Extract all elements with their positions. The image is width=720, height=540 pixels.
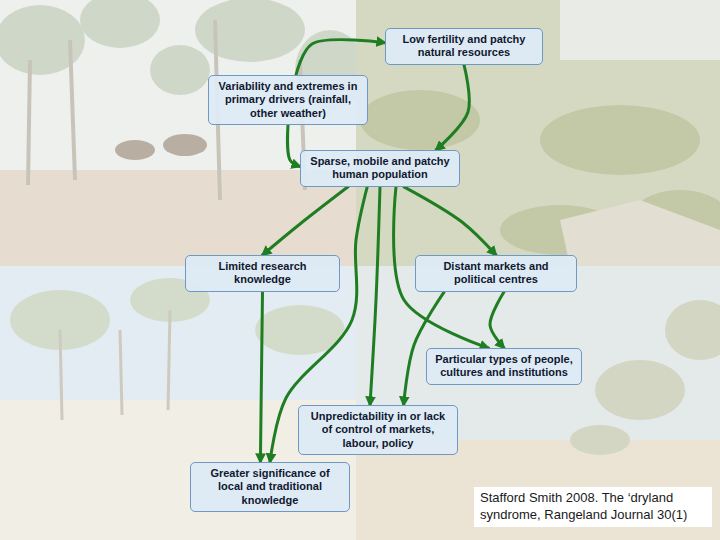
animals	[115, 134, 207, 160]
arrow-connector	[370, 187, 380, 405]
box-label: Variability and extremes in primary driv…	[215, 80, 361, 120]
rock-outcrop	[560, 200, 720, 266]
photo-sky	[560, 0, 720, 60]
arrow-connector	[263, 187, 349, 255]
source-caption: Stafford Smith 2008. The ‘dryland syndro…	[474, 487, 712, 527]
box-label: Sparse, mobile and patchy human populati…	[307, 155, 453, 182]
process-box: Low fertility and patchy natural resourc…	[385, 28, 543, 65]
arrow-connector	[436, 65, 469, 150]
process-box: Distant markets and political centres	[415, 255, 577, 292]
box-label: Unpredictability in or lack of control o…	[305, 410, 451, 450]
arrow-connector	[490, 292, 504, 348]
photo-sky	[0, 266, 356, 540]
box-label: Low fertility and patchy natural resourc…	[392, 33, 536, 60]
box-label: Limited research knowledge	[192, 260, 333, 287]
process-box: Limited research knowledge	[185, 255, 340, 292]
box-label: Distant markets and political centres	[422, 260, 570, 287]
process-box: Greater significance of local and tradit…	[190, 462, 350, 512]
process-box: Variability and extremes in primary driv…	[208, 75, 368, 125]
arrow-connector	[288, 125, 300, 166]
process-box: Unpredictability in or lack of control o…	[298, 405, 458, 455]
photo-sky	[356, 266, 720, 540]
process-box: Particular types of people, cultures and…	[426, 348, 582, 385]
arrow-connector	[404, 187, 496, 255]
tree-canopy	[570, 300, 720, 455]
arrow-connector	[260, 292, 262, 462]
arrow-connector	[296, 40, 385, 75]
process-box: Sparse, mobile and patchy human populati…	[300, 150, 460, 187]
tree-trunks	[60, 310, 170, 420]
photo-scrub	[356, 0, 720, 266]
box-label: Greater significance of local and tradit…	[197, 467, 343, 507]
box-label: Particular types of people, cultures and…	[433, 353, 575, 380]
